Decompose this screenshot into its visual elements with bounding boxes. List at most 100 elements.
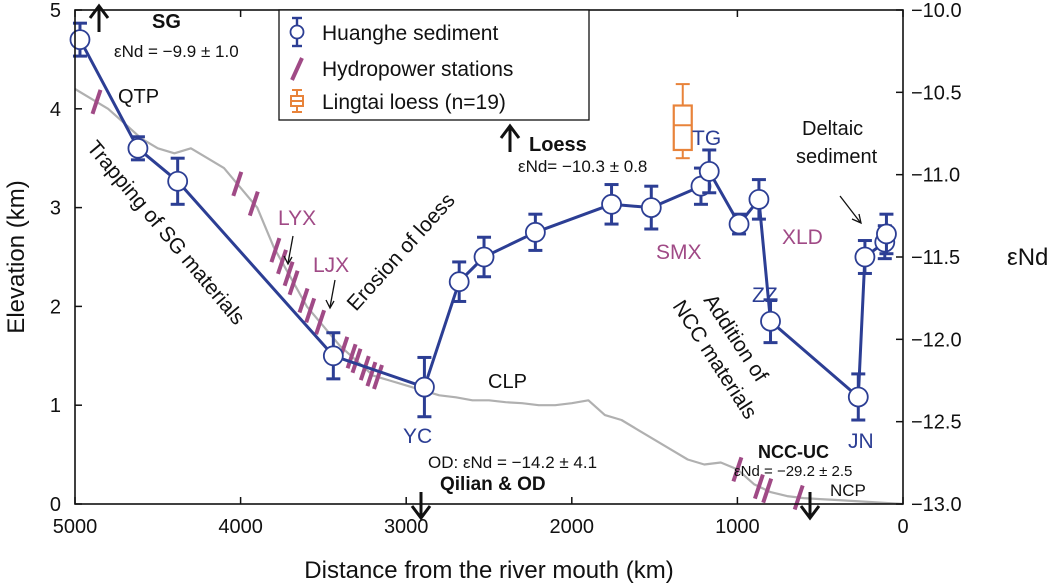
hydropower-mark-3	[269, 237, 282, 263]
huanghe-point-15	[847, 372, 869, 422]
hydropower-mark-0	[90, 89, 103, 115]
huanghe-point-1	[127, 135, 149, 162]
left-y-tick-label-5: 5	[50, 0, 61, 22]
legend: Huanghe sediment Hydropower stations Lin…	[278, 9, 590, 121]
zz-label: ZZ	[752, 284, 778, 307]
hydropower-mark-15	[372, 364, 384, 390]
smx-label: SMX	[656, 241, 702, 264]
qilian-down-arrow	[410, 492, 432, 521]
x-tick-label-0: 5000	[53, 516, 98, 538]
x-tick-label-1: 4000	[218, 516, 263, 538]
huanghe-point-8	[601, 183, 622, 226]
right-y-tick-label-6: −13.0	[911, 494, 962, 516]
deltaic-label-line2: sediment	[796, 146, 878, 168]
hydropower-mark-14	[365, 361, 378, 387]
x-tick-label-4: 1000	[715, 516, 760, 538]
deltaic-label-line1: Deltaic	[802, 118, 863, 140]
huanghe-point-11	[698, 148, 720, 195]
data-marker	[473, 246, 495, 268]
hydropower-mark-6	[287, 270, 300, 296]
data-marker	[847, 386, 869, 408]
hydropower-mark-1	[231, 171, 244, 197]
qtp-label: QTP	[118, 86, 159, 108]
data-marker	[760, 310, 781, 332]
sg-value: εNd = −9.9 ± 1.0	[114, 42, 239, 61]
data-marker	[748, 188, 770, 210]
hydropower-mark-12	[350, 348, 363, 374]
jn-label: JN	[848, 430, 874, 453]
deltaic-pointer-arrow	[839, 195, 862, 225]
data-marker	[876, 223, 897, 245]
left-y-tick-label-1: 1	[50, 395, 61, 417]
hydropower-mark-5	[282, 261, 295, 287]
x-tick-label-2: 3000	[384, 516, 429, 538]
hydropower-mark-11	[345, 343, 358, 369]
huanghe-point-12	[728, 212, 750, 236]
data-marker	[728, 213, 750, 235]
sg-up-arrow	[88, 3, 110, 32]
data-marker	[854, 246, 876, 268]
legend-swatch-hydropower	[290, 57, 304, 81]
data-marker	[127, 137, 149, 159]
left-y-tick-label-2: 2	[50, 296, 61, 318]
huanghe-point-9	[640, 184, 662, 231]
right-y-tick-label-3: −11.5	[911, 247, 960, 269]
huanghe-point-16	[854, 239, 876, 275]
lyx-label: LYX	[278, 207, 316, 230]
huanghe-point-5	[448, 260, 470, 303]
huanghe-series-layer	[69, 21, 897, 422]
right-y-tick-label-1: −10.5	[911, 82, 962, 104]
data-marker	[640, 197, 662, 219]
ncc-label: NCC-UC	[758, 442, 829, 462]
elevation-profile-line	[74, 88, 904, 506]
hydropower-mark-8	[304, 297, 317, 324]
loess-label: Loess	[529, 134, 587, 156]
ljx-pointer-arrow	[325, 279, 336, 310]
data-marker	[448, 271, 470, 293]
right-y-tick-label-5: −12.5	[911, 412, 962, 434]
left-y-axis-title: Elevation (km)	[3, 180, 30, 333]
x-tick-label-3: 2000	[550, 516, 595, 538]
hydropower-mark-7	[297, 287, 310, 314]
legend-box	[278, 9, 590, 121]
sg-label: SG	[152, 11, 181, 33]
left-y-tick-label-4: 4	[50, 99, 61, 121]
elevation-profile-layer	[74, 88, 904, 506]
left-y-tick-label-3: 3	[50, 198, 61, 220]
tg-label: TG	[692, 127, 721, 150]
huanghe-point-7	[524, 212, 546, 252]
data-marker	[698, 160, 720, 182]
box-body	[672, 104, 693, 152]
hydropower-mark-17	[753, 473, 765, 500]
hydropower-mark-2	[247, 190, 260, 217]
data-marker	[524, 221, 546, 243]
loess-box-layer	[672, 83, 693, 160]
hydropower-mark-16	[731, 456, 744, 483]
legend-label-hydropower: Hydropower stations	[322, 58, 513, 81]
huanghe-point-14	[760, 298, 781, 345]
xld-label: XLD	[782, 226, 823, 249]
huanghe-point-4	[414, 355, 435, 419]
ljx-label: LJX	[313, 254, 349, 277]
hydropower-mark-19	[792, 484, 805, 511]
ncp-label: NCP	[830, 481, 866, 500]
data-marker	[322, 345, 344, 367]
left-y-tick-label-0: 0	[50, 494, 61, 516]
x-axis-title: Distance from the river mouth (km)	[304, 557, 673, 584]
hydropower-mark-4	[276, 249, 288, 275]
loess-value: εNd= −10.3 ± 0.8	[518, 157, 647, 176]
loess-box-plot	[672, 83, 693, 160]
data-marker	[601, 193, 622, 215]
legend-label-huanghe: Huanghe sediment	[322, 22, 498, 45]
qilian-label: Qilian & OD	[440, 474, 546, 495]
arrow-layer	[88, 3, 862, 521]
x-tick-label-5: 0	[897, 516, 908, 538]
huanghe-point-3	[322, 331, 344, 381]
yc-label: YC	[403, 425, 432, 448]
hydropower-mark-9	[314, 309, 326, 335]
huanghe-point-18	[876, 212, 897, 256]
ncc-down-arrow	[799, 492, 821, 521]
hydropower-mark-18	[761, 477, 774, 504]
legend-label-loess: Lingtai loess (n=19)	[322, 91, 506, 114]
